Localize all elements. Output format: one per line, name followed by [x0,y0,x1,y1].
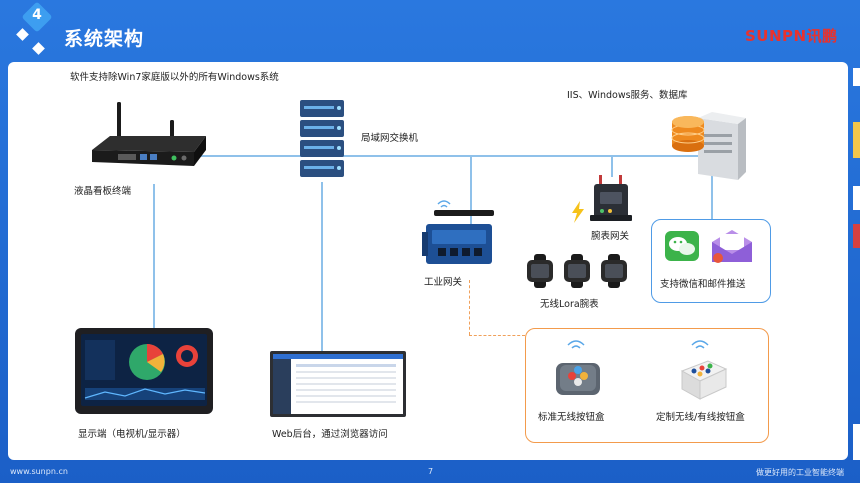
brand-logo: SUNPN讯鹏 [745,27,838,45]
email-icon [712,230,752,263]
page-title: 系统架构 [64,28,145,50]
custom-button-box-label: 定制无线/有线按钮盒 [656,412,745,423]
lora-watch-label: 无线Lora腕表 [540,299,599,310]
server-database-icon [671,112,746,180]
footer-slogan: 做更好用的工业智能终端 [756,468,844,477]
lora-watch-icon [564,254,590,288]
watch-gateway-link-line [611,155,613,177]
wireless-signal-icon [567,340,585,349]
lcd-terminal-label: 液晶看板终端 [74,186,132,197]
switch-label: 局域网交换机 [361,133,419,144]
wireless-dashed-link [469,280,470,335]
footer-url: www.sunpn.cn [10,467,68,476]
edge-mark [853,186,860,210]
push-label: 支持微信和邮件推送 [660,279,746,290]
decor-diamond-icon [32,42,45,55]
header: 4 系统架构 SUNPN讯鹏 [0,0,860,62]
section-badge: 4 [21,1,53,33]
os-support-note: 软件支持除Win7家庭版以外的所有Windows系统 [70,72,279,83]
industrial-gateway-device-icon [422,200,494,264]
display-screen-icon [75,328,213,414]
watch-gateway-device-icon [590,175,632,221]
industrial-gateway-label: 工业网关 [424,277,463,288]
server-note: IIS、Windows服务、数据库 [567,90,688,101]
edge-mark [853,122,860,158]
lan-switch-icon [300,100,344,177]
lcd-terminal-device-icon [92,102,206,166]
display-link-line [153,184,155,396]
lightning-icon [572,201,584,223]
section-number: 4 [32,7,42,23]
lora-watch-icon [527,254,553,288]
gateway-link-line [470,155,472,227]
display-label: 显示端（电视机/显示器） [78,429,186,440]
lan-backbone-line [151,155,712,157]
server-link-line [711,155,713,219]
web-backend-screen-icon [270,351,406,417]
watch-gateway-label: 腕表网关 [591,231,630,242]
button-box-group: 标准无线按钮盒 定制无线/有线按钮盒 [525,328,769,443]
custom-button-box-icon [680,360,728,400]
wireless-dashed-link [469,335,525,336]
web-link-line [321,182,323,352]
push-notification-box: 支持微信和邮件推送 [651,219,771,303]
web-label: Web后台，通过浏览器访问 [272,429,388,440]
wireless-signal-icon [691,340,709,349]
edge-mark [853,68,860,86]
standard-button-box-label: 标准无线按钮盒 [538,412,605,423]
page-number: 7 [428,467,434,476]
lora-watch-icon [601,254,627,288]
standard-button-box-icon [556,363,600,395]
edge-mark [853,224,860,248]
decor-diamond-icon [16,28,29,41]
edge-mark [853,424,860,460]
wechat-icon [665,231,699,261]
